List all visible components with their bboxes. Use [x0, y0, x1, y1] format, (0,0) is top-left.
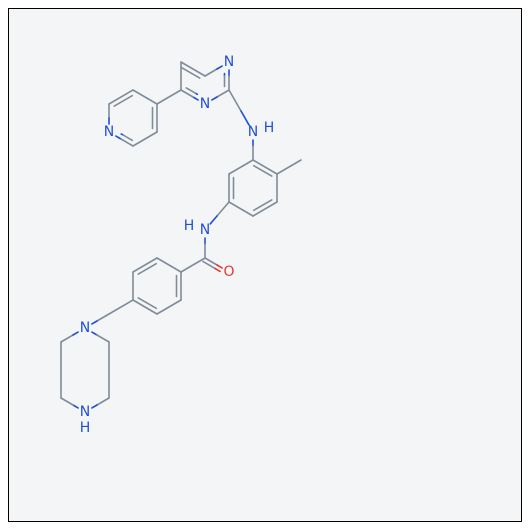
bond-line: [180, 66, 201, 79]
bond-line: [240, 110, 250, 126]
bond-line: [204, 68, 218, 77]
bond-line: [216, 65, 223, 70]
bond-line: [228, 159, 254, 175]
bond-line: [60, 334, 74, 343]
bond-line: [156, 89, 182, 105]
bond-line: [185, 87, 197, 94]
atom-label-o-amide: O: [223, 264, 234, 280]
bond-line: [180, 61, 206, 77]
bond-line: [216, 264, 223, 269]
bond-line: [156, 257, 182, 273]
bond-line: [96, 313, 110, 322]
bond-line: [252, 164, 273, 177]
bond-line: [108, 299, 134, 315]
bond-line: [209, 215, 218, 225]
bond-line: [132, 89, 158, 105]
atom-label-n-piperazine-top: N: [80, 320, 90, 336]
molecule-structure: N N N H N H N O N N H: [60, 54, 302, 436]
atom-label-n-pyrimidine-bottom: N: [200, 96, 210, 112]
bond-line: [132, 299, 158, 315]
bond-line: [113, 94, 134, 107]
bond-line: [122, 134, 134, 142]
bond-line: [137, 297, 158, 310]
atom-label-n-piperazine-bottom: N: [80, 404, 90, 420]
bond-line: [132, 257, 158, 273]
bond-line: [72, 404, 79, 409]
bond-line: [216, 89, 230, 98]
bond-line: [252, 159, 278, 175]
atom-label-h-amide: H: [184, 218, 195, 234]
atom-label-h-piperazine: H: [80, 420, 91, 436]
bond-line: [180, 89, 194, 98]
bond-line: [108, 89, 134, 105]
bond-line: [91, 331, 98, 336]
bond-line: [72, 331, 79, 336]
atom-label-n-amide: N: [200, 222, 210, 238]
atom-label-n-amine: N: [248, 124, 258, 140]
bond-line: [211, 96, 218, 101]
bond-line: [132, 131, 158, 147]
bond-line: [180, 257, 206, 273]
bond-line: [214, 267, 221, 273]
bond-lines: [60, 61, 302, 409]
atom-label-h-amine: H: [264, 120, 275, 136]
molecule-frame: N N N H N H N O N N H: [8, 8, 522, 522]
bond-line: [252, 199, 273, 212]
bond-line: [120, 138, 134, 147]
atom-labels: N N N H N H N O N N H: [80, 54, 275, 436]
bond-line: [228, 89, 242, 112]
bond-line: [228, 201, 254, 217]
bond-line: [137, 262, 158, 275]
atom-label-n-pyrimidine-top: N: [224, 54, 234, 70]
bond-line: [202, 260, 216, 270]
bond-line: [252, 201, 278, 217]
bond-line: [91, 320, 98, 325]
atom-label-n-pyridine: N: [104, 124, 114, 140]
bond-line: [276, 159, 302, 175]
bond-line: [91, 404, 98, 409]
bond-line: [192, 96, 199, 101]
bond-line: [216, 201, 230, 217]
bond-line: [115, 135, 122, 140]
bond-line: [96, 334, 110, 343]
bond-line: [156, 299, 182, 315]
bond-line: [204, 257, 218, 266]
bond-line: [96, 397, 110, 406]
bond-line: [60, 397, 74, 406]
